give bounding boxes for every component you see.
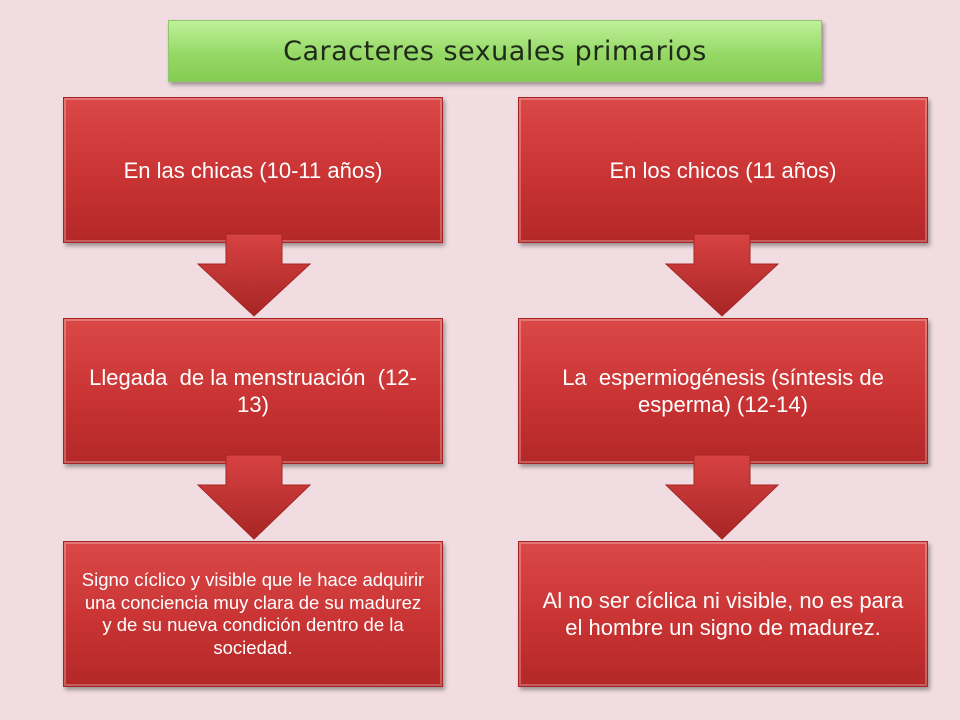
boys-step-3-box: Al no ser cíclica ni visible, no es para…: [518, 541, 928, 687]
girls-step-3-text: Signo cíclico y visible que le hace adqu…: [81, 569, 425, 658]
boys-header-box: En los chicos (11 años): [518, 97, 928, 243]
down-arrow-icon: [196, 454, 312, 540]
girls-step-2-text: Llegada de la menstruación (12-13): [89, 365, 417, 417]
girls-step-3-box: Signo cíclico y visible que le hace adqu…: [63, 541, 443, 687]
boys-step-2-box: La espermiogénesis (síntesis de esperma)…: [518, 318, 928, 464]
boys-step-3-text: Al no ser cíclica ni visible, no es para…: [542, 588, 904, 640]
girls-header-box: En las chicas (10-11 años): [63, 97, 443, 243]
boys-header-text: En los chicos (11 años): [609, 157, 837, 183]
boys-step-2-text: La espermiogénesis (síntesis de esperma)…: [562, 365, 890, 417]
girls-header-text: En las chicas (10-11 años): [123, 157, 383, 183]
girls-step-2-box: Llegada de la menstruación (12-13): [63, 318, 443, 464]
diagram-title: Caracteres sexuales primarios: [283, 35, 707, 67]
title-banner: Caracteres sexuales primarios: [168, 20, 822, 82]
down-arrow-icon: [664, 454, 780, 540]
down-arrow-icon: [196, 233, 312, 317]
down-arrow-icon: [664, 233, 780, 317]
